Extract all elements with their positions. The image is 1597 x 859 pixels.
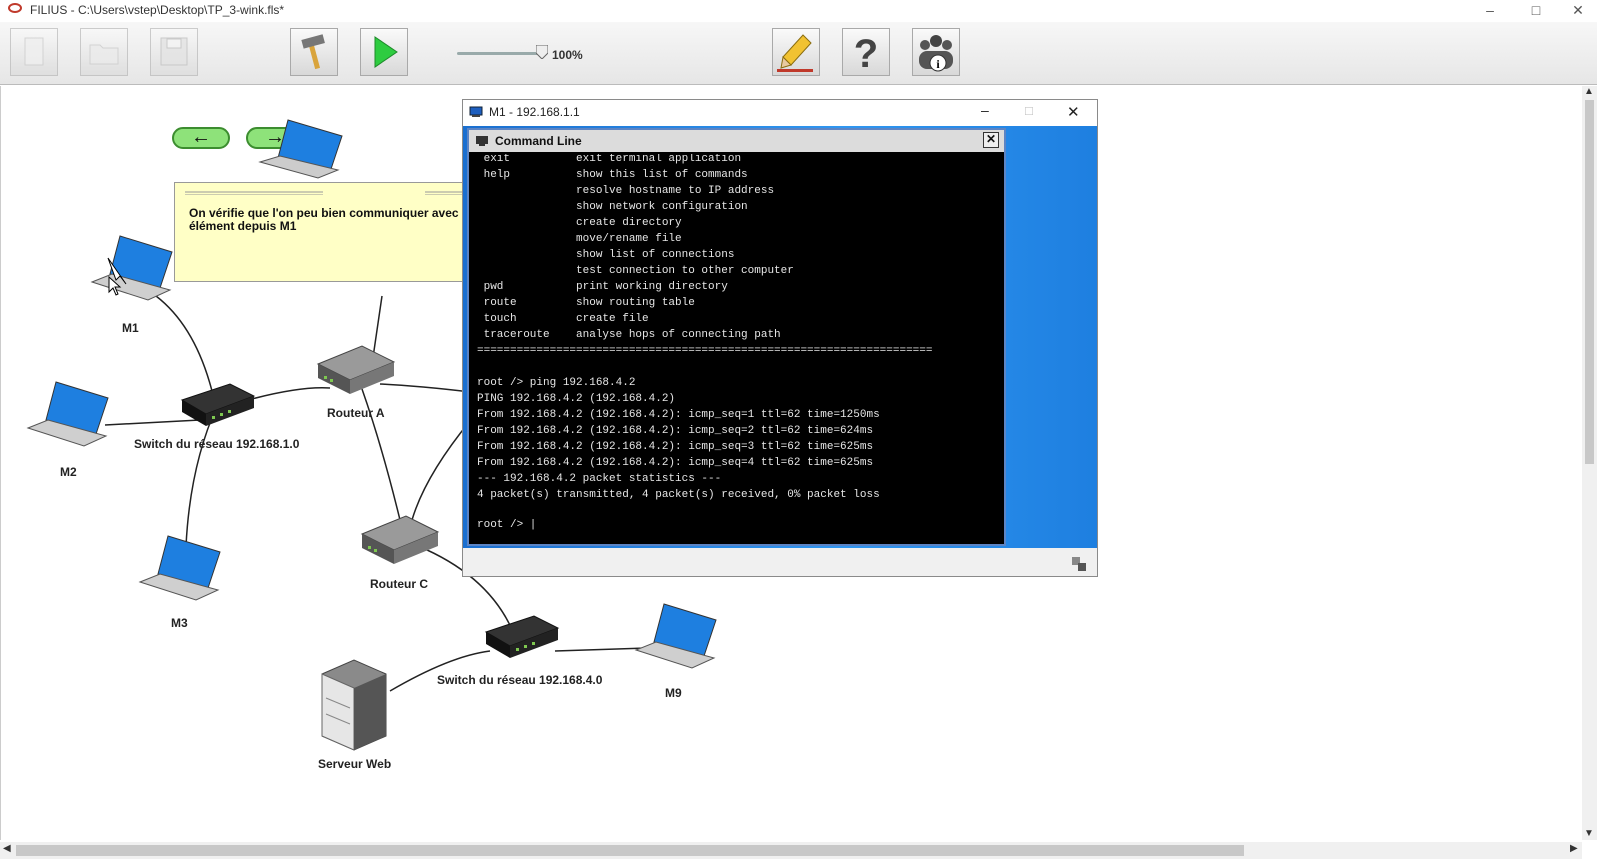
command-line-titlebar[interactable]: Command Line ✕ <box>469 130 1004 152</box>
help-button[interactable]: ? <box>842 28 890 76</box>
node-label-m1: M1 <box>122 321 139 335</box>
terminal-line: 4 packet(s) transmitted, 4 packet(s) rec… <box>477 489 880 501</box>
question-mark-icon: ? <box>854 32 878 76</box>
terminal-line: create directory <box>477 217 682 229</box>
new-file-icon <box>24 37 44 66</box>
terminal-window-titlebar[interactable]: M1 - 192.168.1.1 – □ ✕ <box>463 100 1097 126</box>
node-label-switch-192-168-1-0: Switch du réseau 192.168.1.0 <box>134 437 300 451</box>
design-mode-button[interactable] <box>290 28 338 76</box>
scroll-down-arrow-icon[interactable]: ▼ <box>1584 828 1594 839</box>
terminal-line: show list of connections <box>477 249 735 261</box>
previous-step-button[interactable]: ← <box>172 127 230 149</box>
terminal-line: touch create file <box>477 313 649 325</box>
window-title: FILIUS - C:\Users\vstep\Desktop\TP_3-win… <box>30 3 285 17</box>
terminal-minimize-button[interactable]: – <box>981 102 989 118</box>
zoom-slider-track[interactable] <box>457 52 539 55</box>
node-label-m3: M3 <box>171 616 188 630</box>
save-button[interactable] <box>150 28 198 76</box>
m9-laptop-icon[interactable] <box>634 602 720 678</box>
zoom-level: 100% <box>552 48 583 62</box>
terminal-line: exit exit terminal application <box>477 154 742 165</box>
terminal-window[interactable]: M1 - 192.168.1.1 – □ ✕ Command Line ✕ ex… <box>462 99 1098 577</box>
m1-laptop-icon[interactable] <box>90 234 176 310</box>
command-line-panel: Command Line ✕ exit exit terminal applic… <box>467 128 1006 546</box>
router-icon[interactable] <box>316 342 396 398</box>
terminal-window-body: Command Line ✕ exit exit terminal applic… <box>463 126 1097 548</box>
svg-text:i: i <box>936 57 940 71</box>
terminal-line: --- 192.168.4.2 packet statistics --- <box>477 473 722 485</box>
switch-icon[interactable] <box>180 380 256 430</box>
router-icon[interactable] <box>360 512 440 568</box>
filius-logo-icon <box>8 3 22 13</box>
laptop-icon[interactable] <box>258 118 348 188</box>
terminal-line: traceroute analyse hops of connecting pa… <box>477 329 781 341</box>
simulation-mode-button[interactable] <box>360 28 408 76</box>
server-icon[interactable] <box>318 656 390 752</box>
terminal-line: resolve hostname to IP address <box>477 185 775 197</box>
terminal-window-icon <box>469 106 483 117</box>
horizontal-scroll-thumb[interactable] <box>16 845 1244 856</box>
command-line-close-button[interactable]: ✕ <box>983 132 999 148</box>
m3-laptop-icon[interactable] <box>138 534 224 610</box>
terminal-line: move/rename file <box>477 233 682 245</box>
terminal-line: help show this list of commands <box>477 169 748 181</box>
hammer-icon <box>301 34 325 70</box>
open-folder-icon <box>89 44 119 65</box>
node-label-serveur-web: Serveur Web <box>318 757 392 771</box>
terminal-line: show network configuration <box>477 201 748 213</box>
node-label-m9: M9 <box>665 686 682 700</box>
command-line-title: Command Line <box>495 134 582 148</box>
terminal-line: root /> ping 192.168.4.2 <box>477 377 636 389</box>
terminal-line: PING 192.168.4.2 (192.168.4.2) <box>477 393 676 405</box>
vertical-scroll-thumb[interactable] <box>1585 100 1594 464</box>
maximize-button[interactable]: □ <box>1531 2 1541 18</box>
terminal-window-title: M1 - 192.168.1.1 <box>489 105 580 119</box>
m2-laptop-icon[interactable] <box>26 380 112 456</box>
documentation-button[interactable] <box>772 28 820 76</box>
save-disk-icon <box>160 37 188 66</box>
terminal-line: From 192.168.4.2 (192.168.4.2): icmp_seq… <box>477 425 874 437</box>
toolbar: ? i 100% <box>0 22 1597 85</box>
terminal-line: ========================================… <box>477 345 933 357</box>
terminal-line: route show routing table <box>477 297 695 309</box>
play-icon <box>374 36 398 68</box>
terminal-line: pwd print working directory <box>477 281 728 293</box>
note-text: On vérifie que l'on peu bien communiquer… <box>189 206 518 233</box>
node-label-routeur-c: Routeur C <box>370 577 428 591</box>
terminal-close-button[interactable]: ✕ <box>1067 104 1080 121</box>
node-label-switch-192-168-4-0: Switch du réseau 192.168.4.0 <box>437 673 603 687</box>
new-file-button[interactable] <box>10 28 58 76</box>
node-label-routeur-a: Routeur A <box>327 406 385 420</box>
terminal-maximize-button[interactable]: □ <box>1025 103 1033 118</box>
terminal-line: From 192.168.4.2 (192.168.4.2): icmp_seq… <box>477 441 874 453</box>
app-title-bar: FILIUS - C:\Users\vstep\Desktop\TP_3-win… <box>0 0 1597 22</box>
terminal-line: From 192.168.4.2 (192.168.4.2): icmp_seq… <box>477 457 874 469</box>
open-file-button[interactable] <box>80 28 128 76</box>
switch-icon[interactable] <box>484 612 560 662</box>
terminal-line: From 192.168.4.2 (192.168.4.2): icmp_seq… <box>477 409 880 421</box>
scroll-left-arrow-icon[interactable]: ◀ <box>3 843 11 854</box>
terminal-window-statusbar <box>463 548 1097 576</box>
mouse-cursor-icon <box>108 276 122 296</box>
close-button[interactable]: ✕ <box>1572 2 1584 18</box>
about-button[interactable]: i <box>912 28 960 76</box>
terminal-panel-icon <box>476 136 488 146</box>
svg-text:?: ? <box>854 32 878 75</box>
scroll-right-arrow-icon[interactable]: ▶ <box>1570 843 1578 854</box>
pencil-icon <box>777 34 813 72</box>
resize-grip-icon[interactable] <box>1071 556 1087 572</box>
node-label-m2: M2 <box>60 465 77 479</box>
scroll-up-arrow-icon[interactable]: ▲ <box>1584 86 1594 97</box>
terminal-output[interactable]: exit exit terminal application help show… <box>473 154 1003 544</box>
zoom-slider-thumb[interactable] <box>536 45 548 59</box>
minimize-button[interactable]: – <box>1486 2 1494 18</box>
info-people-icon: i <box>919 35 953 72</box>
terminal-prompt[interactable]: root /> | <box>477 519 537 531</box>
terminal-line: test connection to other computer <box>477 265 794 277</box>
